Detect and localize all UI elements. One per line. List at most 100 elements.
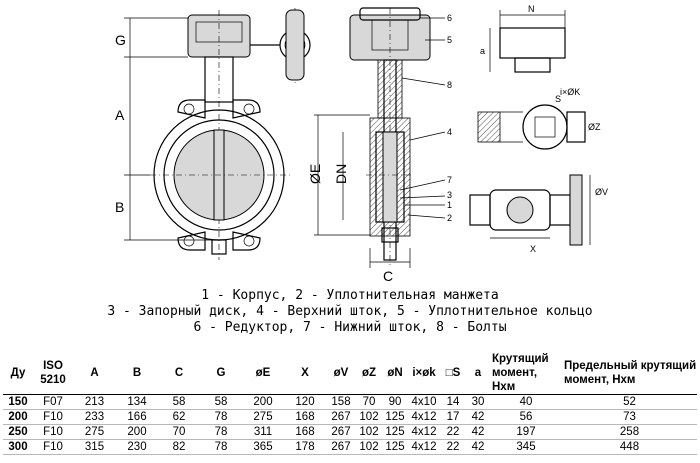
header-g: G	[200, 352, 242, 395]
header-b: B	[116, 352, 158, 395]
table-cell: 168	[284, 424, 326, 440]
header-du: Ду	[3, 352, 33, 395]
flange-detail-top: N a	[480, 4, 566, 73]
table-header-row: Ду ISO 5210 A B C G øE X øV øZ øN i×øk □…	[3, 352, 697, 395]
front-view: G A B	[115, 8, 311, 260]
header-ik: i×øk	[408, 352, 440, 395]
dim-label-g: G	[115, 32, 126, 48]
table-cell: 4x10	[408, 394, 440, 410]
table-cell: 30	[466, 394, 490, 410]
table-cell: 42	[466, 424, 490, 440]
callout-6: 6	[447, 13, 452, 23]
stem-detail: S ØZ i×ØK	[477, 87, 601, 150]
header-max-torque: Предельный крутящий момент, Нхм	[562, 352, 697, 395]
table-cell: 448	[562, 439, 697, 455]
table-cell: 22	[440, 424, 466, 440]
table-cell: 4x12	[408, 424, 440, 440]
table-cell: 230	[116, 439, 158, 455]
table-cell: 267	[326, 409, 356, 425]
callout-1: 1	[447, 200, 452, 210]
header-v: øV	[326, 352, 356, 395]
table-cell: F07	[33, 394, 73, 410]
table-cell: 78	[200, 424, 242, 440]
table-cell: 300	[3, 439, 33, 455]
table-cell: 345	[490, 439, 562, 455]
table-cell: 14	[440, 394, 466, 410]
detail-label-n: N	[528, 4, 535, 14]
dim-label-dn: DN	[333, 164, 349, 184]
table-cell: F10	[33, 409, 73, 425]
table-cell: 315	[73, 439, 116, 455]
legend-line: 3 - Запорный диск, 4 - Верхний шток, 5 -…	[107, 304, 593, 319]
table-cell: 58	[158, 394, 200, 410]
header-a: A	[73, 352, 116, 395]
header-n: øN	[382, 352, 408, 395]
table-cell: 168	[284, 409, 326, 425]
detail-label-s: S	[555, 94, 561, 104]
header-x: X	[284, 352, 326, 395]
table-cell: 56	[490, 409, 562, 425]
table-cell: 17	[440, 409, 466, 425]
table-cell: 125	[382, 424, 408, 440]
header-e: øE	[242, 352, 284, 395]
table-cell: 40	[490, 394, 562, 410]
header-torque: Крутящий момент, Нхм	[490, 352, 562, 395]
callout-7: 7	[447, 175, 452, 185]
callout-2: 2	[447, 213, 452, 223]
table-cell: 120	[284, 394, 326, 410]
bottom-flange-detail: X ØV	[469, 174, 608, 254]
table-cell: 78	[200, 409, 242, 425]
table-cell: 158	[326, 394, 356, 410]
table-cell: 275	[242, 409, 284, 425]
legend-line: 1 - Корпус, 2 - Уплотнительная манжета	[201, 288, 499, 303]
table-cell: 42	[466, 439, 490, 455]
table-cell: 150	[3, 394, 33, 410]
callout-8: 8	[447, 80, 452, 90]
table-cell: 42	[466, 409, 490, 425]
table-cell: 82	[158, 439, 200, 455]
callout-3: 3	[447, 190, 452, 200]
table-cell: 267	[326, 424, 356, 440]
dim-label-a: A	[115, 107, 125, 123]
callout-4: 4	[447, 127, 452, 137]
table-cell: 70	[158, 424, 200, 440]
parts-legend: 1 - Корпус, 2 - Уплотнительная манжета 3…	[0, 288, 700, 336]
table-cell: 4x12	[408, 409, 440, 425]
detail-label-x: X	[530, 244, 536, 254]
dimensions-table: Ду ISO 5210 A B C G øE X øV øZ øN i×øk □…	[3, 352, 697, 455]
table-cell: 73	[562, 409, 697, 425]
table-cell: 4x12	[408, 439, 440, 455]
table-cell: 125	[382, 439, 408, 455]
table-cell: 200	[116, 424, 158, 440]
table-cell: 90	[382, 394, 408, 410]
table-cell: F10	[33, 424, 73, 440]
table-cell: 200	[3, 409, 33, 425]
table-cell: 275	[73, 424, 116, 440]
header-s: □S	[440, 352, 466, 395]
detail-label-ik: i×ØK	[560, 87, 580, 97]
table-cell: 52	[562, 394, 697, 410]
table-cell: 258	[562, 424, 697, 440]
table-cell: 125	[382, 409, 408, 425]
table-cell: 102	[356, 424, 382, 440]
table-cell: 166	[116, 409, 158, 425]
header-iso: ISO 5210	[33, 352, 73, 395]
table-cell: 70	[356, 394, 382, 410]
callout-5: 5	[447, 35, 452, 45]
table-cell: 213	[73, 394, 116, 410]
legend-line: 6 - Редуктор, 7 - Нижний шток, 8 - Болты	[193, 320, 507, 335]
table-cell: 102	[356, 409, 382, 425]
table-cell: 267	[326, 439, 356, 455]
table-cell: 78	[200, 439, 242, 455]
table-cell: 58	[200, 394, 242, 410]
detail-label-a: a	[480, 46, 485, 56]
table-cell: 250	[3, 424, 33, 440]
table-cell: 197	[490, 424, 562, 440]
table-cell: 365	[242, 439, 284, 455]
side-section-view: ØE DN C 6 5 8 4 7 3 1 2	[307, 7, 452, 284]
